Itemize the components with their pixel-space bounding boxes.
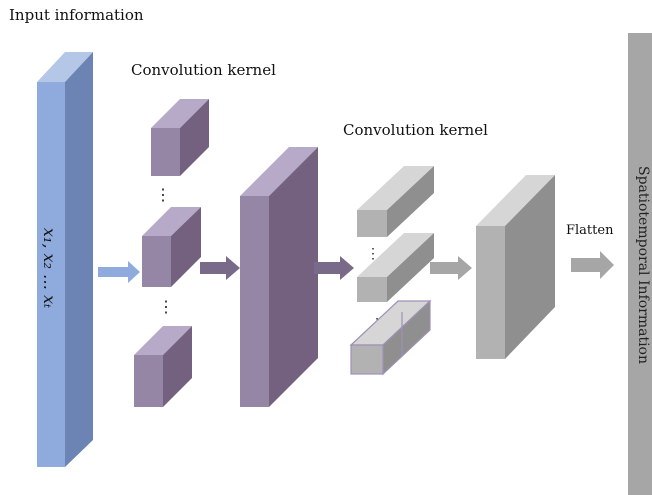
kernel2-block-2-top xyxy=(357,233,434,277)
kernel-cube-1-top xyxy=(151,99,209,128)
arrow-input-to-kernel xyxy=(98,261,140,283)
kernel-cube-2 xyxy=(142,207,201,287)
arrow-kernel-to-featuremap xyxy=(200,256,240,280)
convolution-kernel-title-2: Convolution kernel xyxy=(343,121,488,139)
kernel-cube-1-side xyxy=(180,99,209,176)
kernel-cube-3-front xyxy=(134,355,163,407)
kernel-cube-3-top xyxy=(134,326,192,355)
kernel-cube-1-front xyxy=(151,128,180,176)
input-block-top xyxy=(37,52,93,82)
input-block: x₁, x₂ … xₜ xyxy=(37,52,93,467)
kernel2-block-2-front xyxy=(357,277,387,302)
kernel-cube-2-top xyxy=(142,207,201,236)
ellipsis-col2-a: ⋮ xyxy=(366,246,380,262)
feature-map-gray-top xyxy=(476,175,555,226)
kernel-cube-2-front xyxy=(142,236,171,287)
kernel2-block-1-side xyxy=(387,166,434,237)
feature-map-gray-side xyxy=(505,175,555,359)
arrow-flatten xyxy=(571,251,614,279)
spatiotemporal-information-label: Spatiotemporal Information xyxy=(635,166,651,364)
output-bar xyxy=(628,33,652,495)
kernel2-block-1-front xyxy=(357,210,387,237)
input-block-side xyxy=(65,52,93,467)
output-label-container: Spatiotemporal Information xyxy=(628,35,652,495)
feature-map-gray-front xyxy=(476,226,505,359)
kernel2-block-1-top xyxy=(357,166,434,210)
input-sequence-label: x₁, x₂ … xₜ xyxy=(40,228,59,308)
kernel2-block-3 xyxy=(349,299,432,376)
kernel2-block-2 xyxy=(357,233,434,302)
feature-map-purple xyxy=(240,147,318,407)
kernel-cube-3 xyxy=(134,326,192,407)
arrow-kernel2-to-featuremap2 xyxy=(430,256,472,280)
kernel2-block-2-side xyxy=(387,233,434,302)
feature-map-purple-side xyxy=(269,147,318,407)
kernel2-block-1 xyxy=(357,166,434,237)
ellipsis-col1-a: ⋮ xyxy=(155,185,171,204)
input-block-front xyxy=(37,82,65,467)
feature-map-purple-top xyxy=(240,147,318,196)
arrow-featuremap-to-kernel2 xyxy=(314,256,354,280)
kernel-cube-2-side xyxy=(171,207,201,287)
feature-map-purple-front xyxy=(240,196,269,407)
ellipsis-col1-b: ⋮ xyxy=(158,297,174,316)
kernel-cube-1 xyxy=(151,99,209,176)
input-information-title: Input information xyxy=(9,6,144,24)
convolution-kernel-title-1: Convolution kernel xyxy=(131,61,276,79)
flatten-label: Flatten xyxy=(566,223,614,238)
kernel-cube-3-side xyxy=(163,326,192,407)
kernel2-block-3-front xyxy=(350,344,384,375)
feature-map-gray xyxy=(476,175,555,359)
